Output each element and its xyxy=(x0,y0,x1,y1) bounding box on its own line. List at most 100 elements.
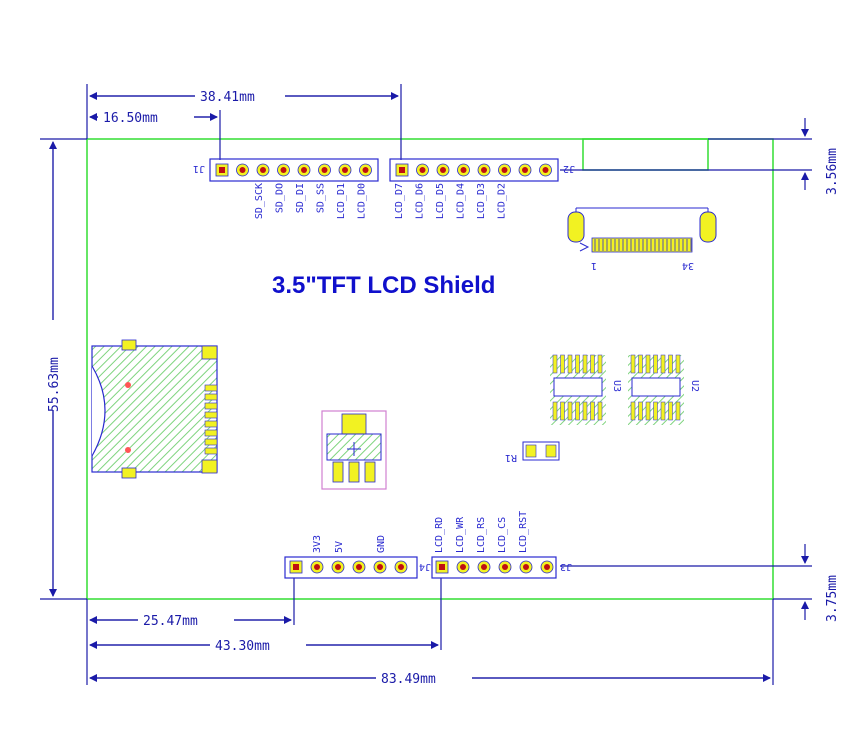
u2-pin xyxy=(668,401,673,421)
dimension-labels: 38.41mm 16.50mm 55.63mm 3.56mm 3.75mm 25… xyxy=(45,88,840,687)
r1-label: R1 xyxy=(505,452,517,463)
chip-u2: U2 xyxy=(628,354,700,425)
j3-label: J3 xyxy=(560,561,572,572)
sd-pin xyxy=(204,429,218,437)
sd-card-socket xyxy=(91,339,218,479)
sd-pin xyxy=(204,384,218,392)
dim-top-left: 16.50mm xyxy=(103,111,158,126)
u3-pin xyxy=(560,401,565,421)
u3-pin xyxy=(575,354,580,374)
u3-pin xyxy=(590,401,595,421)
j2-pin-hole xyxy=(460,167,467,173)
j2-pin-label: LCD_D3 xyxy=(476,183,487,219)
u2-pin xyxy=(660,401,666,421)
dim-left-height: 55.63mm xyxy=(47,357,62,412)
u3-pin xyxy=(582,401,588,421)
dim-bottom-b: 43.30mm xyxy=(215,639,270,654)
j1-pin-hole xyxy=(219,167,225,173)
dim-bottom-total: 83.49mm xyxy=(381,672,436,687)
j2-pin-hole xyxy=(440,167,446,173)
j4-pin-hole xyxy=(335,564,341,570)
u3-pin xyxy=(597,354,603,374)
j2-pin-hole xyxy=(542,167,549,173)
j4-pin-hole xyxy=(356,564,362,570)
u2-pin xyxy=(630,401,636,421)
j1-pin-label: LCD_D1 xyxy=(336,183,347,219)
j4-pin-hole xyxy=(293,564,299,570)
u3-label: U3 xyxy=(611,380,622,392)
u3-pin xyxy=(590,354,595,374)
j2-pin-hole xyxy=(501,167,508,173)
u3-pin xyxy=(567,354,573,374)
u3-pin xyxy=(552,354,558,374)
j1-pin-hole xyxy=(239,167,246,173)
j2-pin-hole xyxy=(419,167,426,173)
chip-u3: U3 xyxy=(550,354,622,425)
sd-pin xyxy=(204,420,218,428)
fpc-connector: 1 34 xyxy=(567,207,717,271)
u3-pin xyxy=(567,401,573,421)
j3-pin-hole xyxy=(439,564,445,570)
u3-pin xyxy=(575,401,580,421)
j1-pin-label: SD_DI xyxy=(295,183,306,213)
j3-pin-label: LCD_RST xyxy=(518,511,529,553)
u2-pin xyxy=(675,401,681,421)
board-outline xyxy=(86,138,774,600)
j4-pin-label: GND xyxy=(376,535,387,553)
j4-pin-hole xyxy=(314,564,320,570)
dim-right-bottom: 3.75mm xyxy=(825,575,840,622)
j4-pin-hole xyxy=(398,564,404,570)
u2-pin xyxy=(660,354,666,374)
u2-pin xyxy=(668,354,673,374)
j3-pin-hole xyxy=(523,564,529,570)
sd-pin xyxy=(204,447,218,455)
j4-pin-label: 3V3 xyxy=(312,535,323,553)
dim-bottom-a: 25.47mm xyxy=(143,614,198,629)
j4-label: J4 xyxy=(419,561,431,572)
connector-outline xyxy=(582,138,709,171)
j2-pin-label: LCD_D7 xyxy=(394,183,405,219)
j2-pin-hole xyxy=(399,167,405,173)
j2-pin-label: LCD_D4 xyxy=(456,183,467,219)
u3-pin xyxy=(552,401,558,421)
j1-pin-label: SD_DO xyxy=(275,183,286,213)
u2-pin xyxy=(630,354,636,374)
u2-pin xyxy=(653,354,658,374)
j1-pin-label: SD_SCK xyxy=(254,183,265,219)
j1-pin-label: SD_SS xyxy=(316,183,327,213)
j1-label: J1 xyxy=(193,163,205,174)
u3-pin xyxy=(582,354,588,374)
u2-pin xyxy=(638,401,643,421)
j2-pin-hole xyxy=(481,167,487,173)
u2-pin xyxy=(653,401,658,421)
u2-pin xyxy=(645,401,651,421)
j1-pin-hole xyxy=(260,167,266,173)
u2-label: U2 xyxy=(689,380,700,392)
j3-pin-label: LCD_RD xyxy=(434,517,445,553)
sd-pin xyxy=(204,411,218,419)
board-title: 3.5"TFT LCD Shield xyxy=(272,272,495,299)
j1-pin-hole xyxy=(321,167,328,173)
sd-pin xyxy=(204,402,218,410)
j3-pin-label: LCD_RS xyxy=(476,517,487,553)
u3-pin xyxy=(560,354,565,374)
j3-pin-hole xyxy=(502,564,508,570)
resistor-r1: R1 xyxy=(505,441,560,463)
j2-pin-hole xyxy=(522,167,528,173)
j3-pin-label: LCD_WR xyxy=(455,516,466,553)
j1-pin-hole xyxy=(362,167,369,173)
j1-pin-hole xyxy=(301,167,307,173)
header-j1: J1 SD_SCK SD_DO SD_DI SD_SS LCD_D1 LCD_D0 xyxy=(193,158,379,219)
j3-pin-hole xyxy=(460,564,466,570)
j1-pin-label: LCD_D0 xyxy=(357,183,368,219)
j1-pin-hole xyxy=(280,167,287,173)
u2-pin xyxy=(645,354,651,374)
dim-right-top: 3.56mm xyxy=(825,148,840,195)
j4-pin-hole xyxy=(377,564,383,570)
j2-pin-label: LCD_D5 xyxy=(435,183,446,219)
sd-pin xyxy=(204,393,218,401)
j1-pin-hole xyxy=(342,167,348,173)
